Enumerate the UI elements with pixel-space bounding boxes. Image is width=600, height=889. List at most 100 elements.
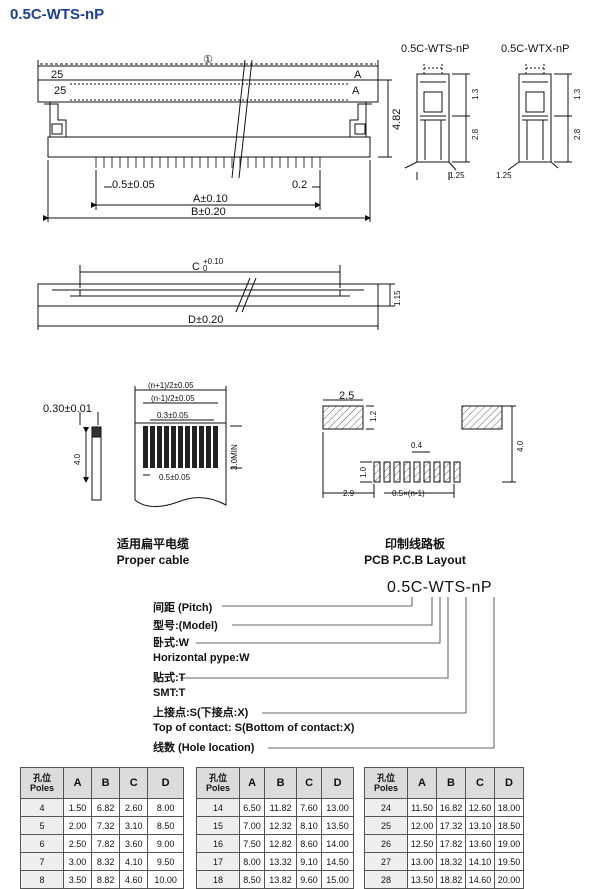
dimension-cell: 19.00 [494,834,524,853]
height-dim: 4.82 [391,109,403,130]
pcb-x29: 2.9 [343,489,355,498]
dimension-cell: 8.60 [295,834,323,853]
col-d-header: D [494,767,524,799]
dimension-cell: 8.32 [91,852,121,871]
bottom-height: 1.15 [393,290,402,306]
dimension-cell: 19.50 [494,852,524,871]
circle-marker: ① [203,54,213,66]
poles-header-en: Poles [205,783,230,793]
cable-front-view [134,386,242,507]
side-view-wts [404,64,470,180]
cable-dim-2: (n-1)/2±0.05 [151,394,195,403]
legend-hole: 线数 (Hole location) [153,742,255,754]
dimension-cell: 12.50 [407,834,437,853]
dimension-cell: 13.50 [407,870,437,889]
dimension-cell: 12.82 [264,834,297,853]
pole-count-cell: 28 [364,870,408,889]
side-d125-left: 1.25 [449,171,465,180]
col-b-header: B [264,767,297,799]
pole-count-cell: 15 [196,816,240,835]
dimension-cell: 3.10 [119,816,149,835]
dimension-cell: 18.00 [494,798,524,817]
dimension-cell: 9.60 [295,870,323,889]
dimension-cell: 7.60 [295,798,323,817]
pcb-h40: 4.0 [516,440,525,452]
dimension-cell: 18.32 [436,852,466,871]
dimension-cell: 2.60 [119,798,149,817]
dimension-cell: 16.82 [436,798,466,817]
pole-count-cell: 25 [364,816,408,835]
dimension-cell: 12.60 [465,798,495,817]
dimension-cell: 9.10 [295,852,323,871]
dim-a: A±0.10 [193,193,228,205]
cable-min: 3.0MIN [230,444,239,470]
dimension-cell: 6.50 [238,798,266,817]
col-c-header: C [119,767,149,799]
cable-thickness-view [79,412,102,501]
side-d28-right: 2.8 [573,128,582,140]
pole-count-cell: 5 [20,816,64,835]
side-view-wtx [507,64,572,171]
small-dim: 0.2 [292,179,307,191]
cable-caption-cn: 适用扁平电缆 [116,537,189,551]
pole-count-cell: 8 [20,870,64,889]
poles-header-cn: 孔位 [376,773,395,783]
poles-header-cn: 孔位 [32,773,51,783]
dimension-cell: 15.00 [321,870,354,889]
pole-count-cell: 18 [196,870,240,889]
pitch-dim: 0.5±0.05 [112,179,155,191]
dimension-cell: 4.60 [119,870,149,889]
dimension-cell: 3.00 [62,852,93,871]
dimension-cell: 11.82 [264,798,297,817]
dimension-cell: 13.60 [465,834,495,853]
dimension-cell: 7.50 [238,834,266,853]
cable-len: 4.0 [73,453,82,465]
cable-pitch: 0.5±0.05 [159,473,191,482]
col-c-header: C [295,767,323,799]
col-d-header: D [321,767,354,799]
dim-c-tol-plus: +0.10 [203,257,224,266]
pole-count-cell: 6 [20,834,64,853]
pcb-pitch: 0.5×(n-1) [392,489,425,498]
dimension-cell: 17.82 [436,834,466,853]
col-a-header: A [407,767,437,799]
pole-count-cell: 17 [196,852,240,871]
pole-count-cell: 27 [364,852,408,871]
top-count-label: 25 [51,69,63,81]
col-c-header: C [465,767,495,799]
col-a-header: A [62,767,93,799]
top-view [37,59,392,222]
dimension-cell: 20.00 [494,870,524,889]
bottom-view [37,265,395,330]
dimension-cell: 8.82 [91,870,121,889]
dimension-cell: 1.50 [62,798,93,817]
legend-contact-en: Top of contact: S(Bottom of contact:X) [153,721,355,734]
dimension-cell: 4.10 [119,852,149,871]
top-row-label-inner: A [352,85,360,97]
pcb-h10: 1.0 [359,466,368,478]
dimension-cell: 13.32 [264,852,297,871]
cable-dim-1: (n+1)/2±0.05 [148,381,194,390]
side-label-wtx: 0.5C-WTX-nP [501,43,569,55]
page-title: 0.5C-WTS-nP [10,6,105,23]
legend-smt-en: SMT:T [153,686,186,699]
model-code: 0.5C-WTS-nP [387,579,493,596]
dimension-cell: 13.82 [264,870,297,889]
pcb-04: 0.4 [411,441,423,450]
dimension-cell: 2.50 [62,834,93,853]
